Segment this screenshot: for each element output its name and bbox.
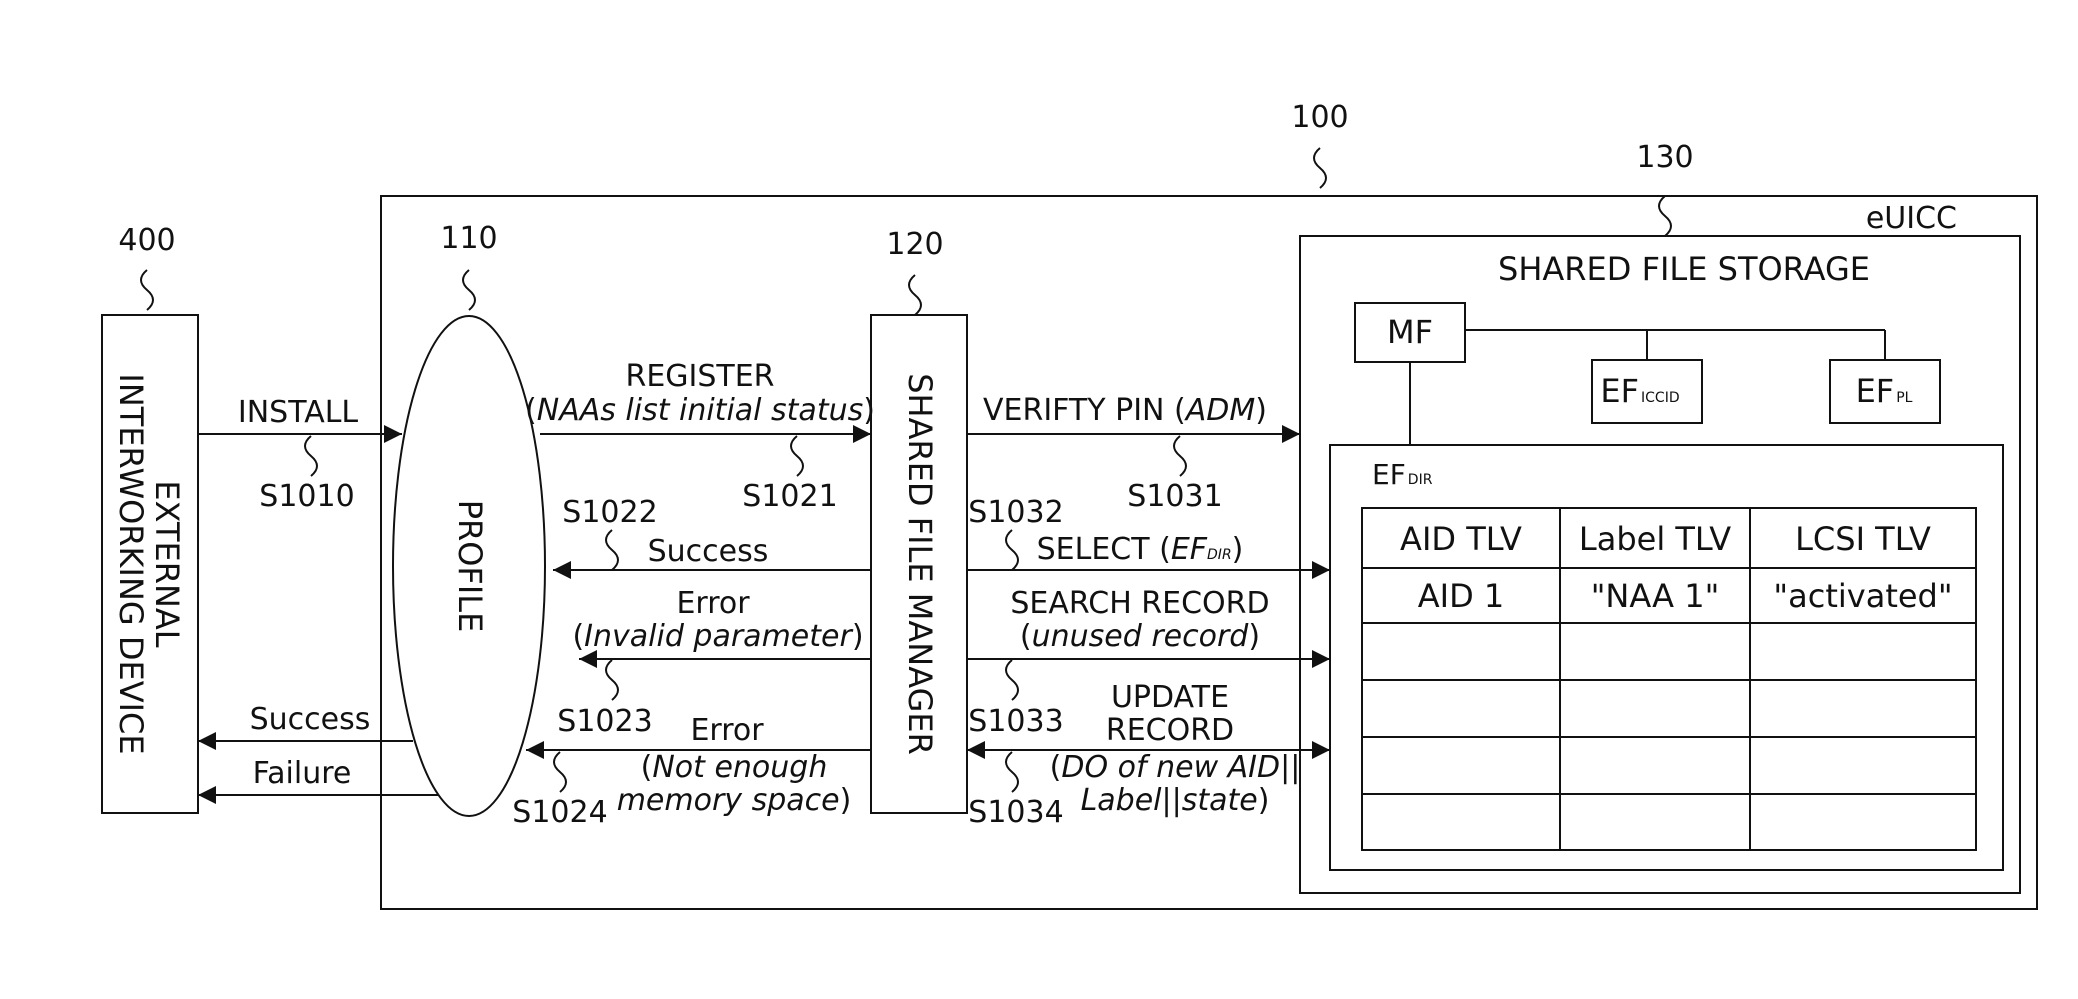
- euicc-label: eUICC: [1866, 201, 1957, 236]
- leader-s1034: [1006, 752, 1018, 792]
- leader-100: [1314, 148, 1326, 188]
- leader-s1010: [305, 436, 317, 476]
- step-s1032: S1032: [968, 495, 1063, 530]
- svg-text:EXTERNAL: EXTERNAL: [148, 480, 186, 647]
- leader-s1021: [791, 436, 803, 476]
- shared-file-manager-label: SHARED FILE MANAGER: [901, 373, 939, 755]
- ref-400: 400: [118, 223, 175, 258]
- msg-register-param: (NAAs list initial status): [525, 393, 875, 428]
- msg-select: SELECT (EFDIR): [1037, 532, 1244, 567]
- step-s1024: S1024: [512, 795, 607, 830]
- step-s1033: S1033: [968, 704, 1063, 739]
- msg-ext-success: Success: [250, 702, 371, 737]
- msg-install: INSTALL: [238, 395, 359, 430]
- ef-dir-table-grid: [1362, 508, 1976, 850]
- msg-update-param1: (DO of new AID||: [1050, 750, 1301, 785]
- ref-130: 130: [1636, 140, 1693, 175]
- leader-s1023: [606, 660, 618, 700]
- step-s1021: S1021: [742, 479, 837, 514]
- msg-error-memory: Error: [690, 713, 764, 748]
- msg-update-param2: Label||state): [1081, 783, 1270, 818]
- msg-record: RECORD: [1106, 713, 1234, 748]
- msg-verify-pin: VERIFTY PIN (ADM): [983, 393, 1267, 428]
- msg-search-record-param: (unused record): [1020, 619, 1260, 654]
- storage-title: SHARED FILE STORAGE: [1498, 250, 1870, 288]
- table-cell-aid-1: AID 1: [1418, 577, 1505, 615]
- ef-dir-label: EFDIR: [1372, 458, 1433, 491]
- leader-s1033: [1006, 660, 1018, 700]
- leader-s1032: [1006, 530, 1018, 570]
- leader-120: [909, 275, 921, 315]
- svg-text:INTERWORKING DEVICE: INTERWORKING DEVICE: [112, 373, 150, 754]
- step-s1010: S1010: [259, 479, 354, 514]
- msg-ext-failure: Failure: [253, 756, 352, 791]
- step-s1022: S1022: [562, 495, 657, 530]
- msg-update: UPDATE: [1111, 680, 1229, 715]
- table-header-label: Label TLV: [1579, 520, 1731, 558]
- leader-s1031: [1174, 436, 1186, 476]
- table-header-lcsi: LCSI TLV: [1795, 520, 1931, 558]
- ref-110: 110: [440, 221, 497, 256]
- step-s1034: S1034: [968, 795, 1063, 830]
- leader-130: [1659, 196, 1671, 236]
- leader-s1024: [554, 752, 566, 792]
- msg-error-invalid-param: (Invalid parameter): [572, 619, 863, 654]
- table-cell-label-1: "NAA 1": [1591, 577, 1720, 615]
- leader-s1022: [606, 530, 618, 570]
- profile-label: PROFILE: [451, 500, 489, 633]
- msg-error-memory-param1: (Not enough: [641, 750, 828, 785]
- mf-label: MF: [1387, 313, 1433, 351]
- ref-120: 120: [886, 227, 943, 262]
- msg-register: REGISTER: [625, 359, 774, 394]
- leader-400: [141, 270, 153, 310]
- step-s1023: S1023: [557, 704, 652, 739]
- msg-success: Success: [648, 534, 769, 569]
- leader-110: [463, 270, 475, 310]
- msg-error-invalid: Error: [676, 586, 750, 621]
- msg-search-record: SEARCH RECORD: [1010, 586, 1269, 621]
- step-s1031: S1031: [1127, 479, 1222, 514]
- msg-error-memory-param2: memory space): [617, 783, 852, 818]
- table-header-aid: AID TLV: [1400, 520, 1522, 558]
- table-cell-lcsi-1: "activated": [1773, 577, 1952, 615]
- ref-100: 100: [1291, 100, 1348, 135]
